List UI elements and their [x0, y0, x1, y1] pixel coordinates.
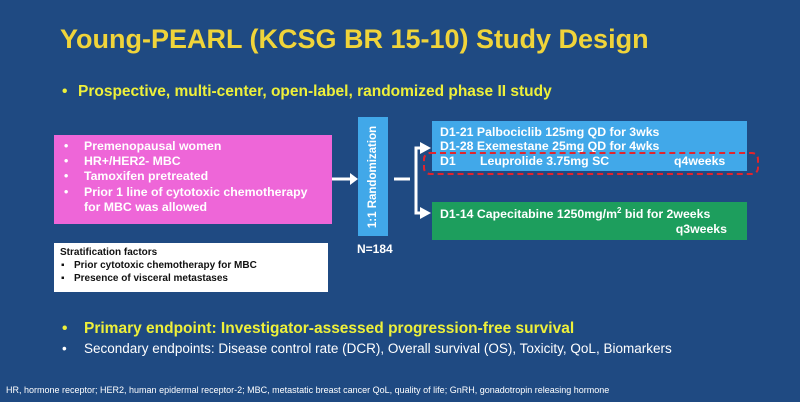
bullet: •	[62, 341, 67, 356]
secondary-endpoints-text: Secondary endpoints: Disease control rat…	[84, 341, 672, 356]
stratification-item: Presence of visceral metastases	[60, 272, 322, 285]
arrowhead-icon	[420, 207, 431, 219]
footnote: HR, hormone receptor; HER2, human epider…	[6, 385, 610, 395]
eligibility-item: HR+/HER2- MBC	[62, 154, 326, 169]
secondary-endpoints: • Secondary endpoints: Disease control ra…	[62, 341, 672, 356]
arm-a-line-2: D1-28 Exemestane 25mg QD for 4wks	[440, 139, 660, 153]
eligibility-box: Premenopausal women HR+/HER2- MBC Tamoxi…	[54, 135, 332, 224]
randomization-box: 1:1 Randomization	[358, 117, 388, 236]
arm-b-line-1-main: D1-14 Capecitabine 1250mg/m	[440, 207, 618, 222]
eligibility-list: Premenopausal women HR+/HER2- MBC Tamoxi…	[62, 139, 326, 215]
arm-split-bracket	[414, 146, 420, 215]
arm-b-line-1-rest: bid for 2weeks	[621, 207, 711, 222]
study-design-line: • Prospective, multi-center, open-label, …	[62, 83, 552, 101]
arm-a-line-1: D1-21 Palbociclib 125mg QD for 3wks	[440, 125, 660, 139]
stratification-box: Stratification factors Prior cytotoxic c…	[54, 243, 328, 292]
eligibility-item: Premenopausal women	[62, 139, 326, 154]
arm-a-line-3-day: D1	[440, 154, 456, 168]
slide-title: Young-PEARL (KCSG BR 15-10) Study Design	[60, 24, 649, 54]
bullet: •	[62, 83, 68, 100]
primary-endpoint: • Primary endpoint: Investigator-assessed…	[62, 320, 574, 338]
arrowhead-icon	[420, 142, 431, 154]
bullet: •	[62, 320, 68, 337]
arm-b-line-1: D1-14 Capecitabine 1250mg/m2 bid for 2we…	[440, 206, 710, 221]
arm-b-box: D1-14 Capecitabine 1250mg/m2 bid for 2we…	[432, 202, 747, 240]
arm-a-line-3-schedule: q4weeks	[674, 154, 726, 168]
study-design-text: Prospective, multi-center, open-label, r…	[78, 83, 552, 100]
arm-a-box: D1-21 Palbociclib 125mg QD for 3wks D1-2…	[432, 121, 747, 171]
arrowhead-icon	[350, 173, 358, 185]
arm-a-line-3-drug: Leuprolide 3.75mg SC	[480, 154, 610, 168]
stratification-item: Prior cytotoxic chemotherapy for MBC	[60, 259, 322, 272]
eligibility-item: Tamoxifen pretreated	[62, 169, 326, 184]
primary-endpoint-text: Primary endpoint: Investigator-assessed …	[84, 320, 575, 337]
stratification-list: Prior cytotoxic chemotherapy for MBC Pre…	[60, 259, 322, 285]
eligibility-item: Prior 1 line of cytotoxic chemotherapy f…	[62, 185, 326, 215]
stratification-title: Stratification factors	[60, 247, 158, 258]
arm-b-line-1-superscript: 2	[617, 206, 622, 215]
leuprolide-highlight-ring	[423, 152, 759, 175]
sample-size-label: N=184	[357, 242, 393, 256]
arm-b-line-2: q3weeks	[675, 222, 727, 236]
